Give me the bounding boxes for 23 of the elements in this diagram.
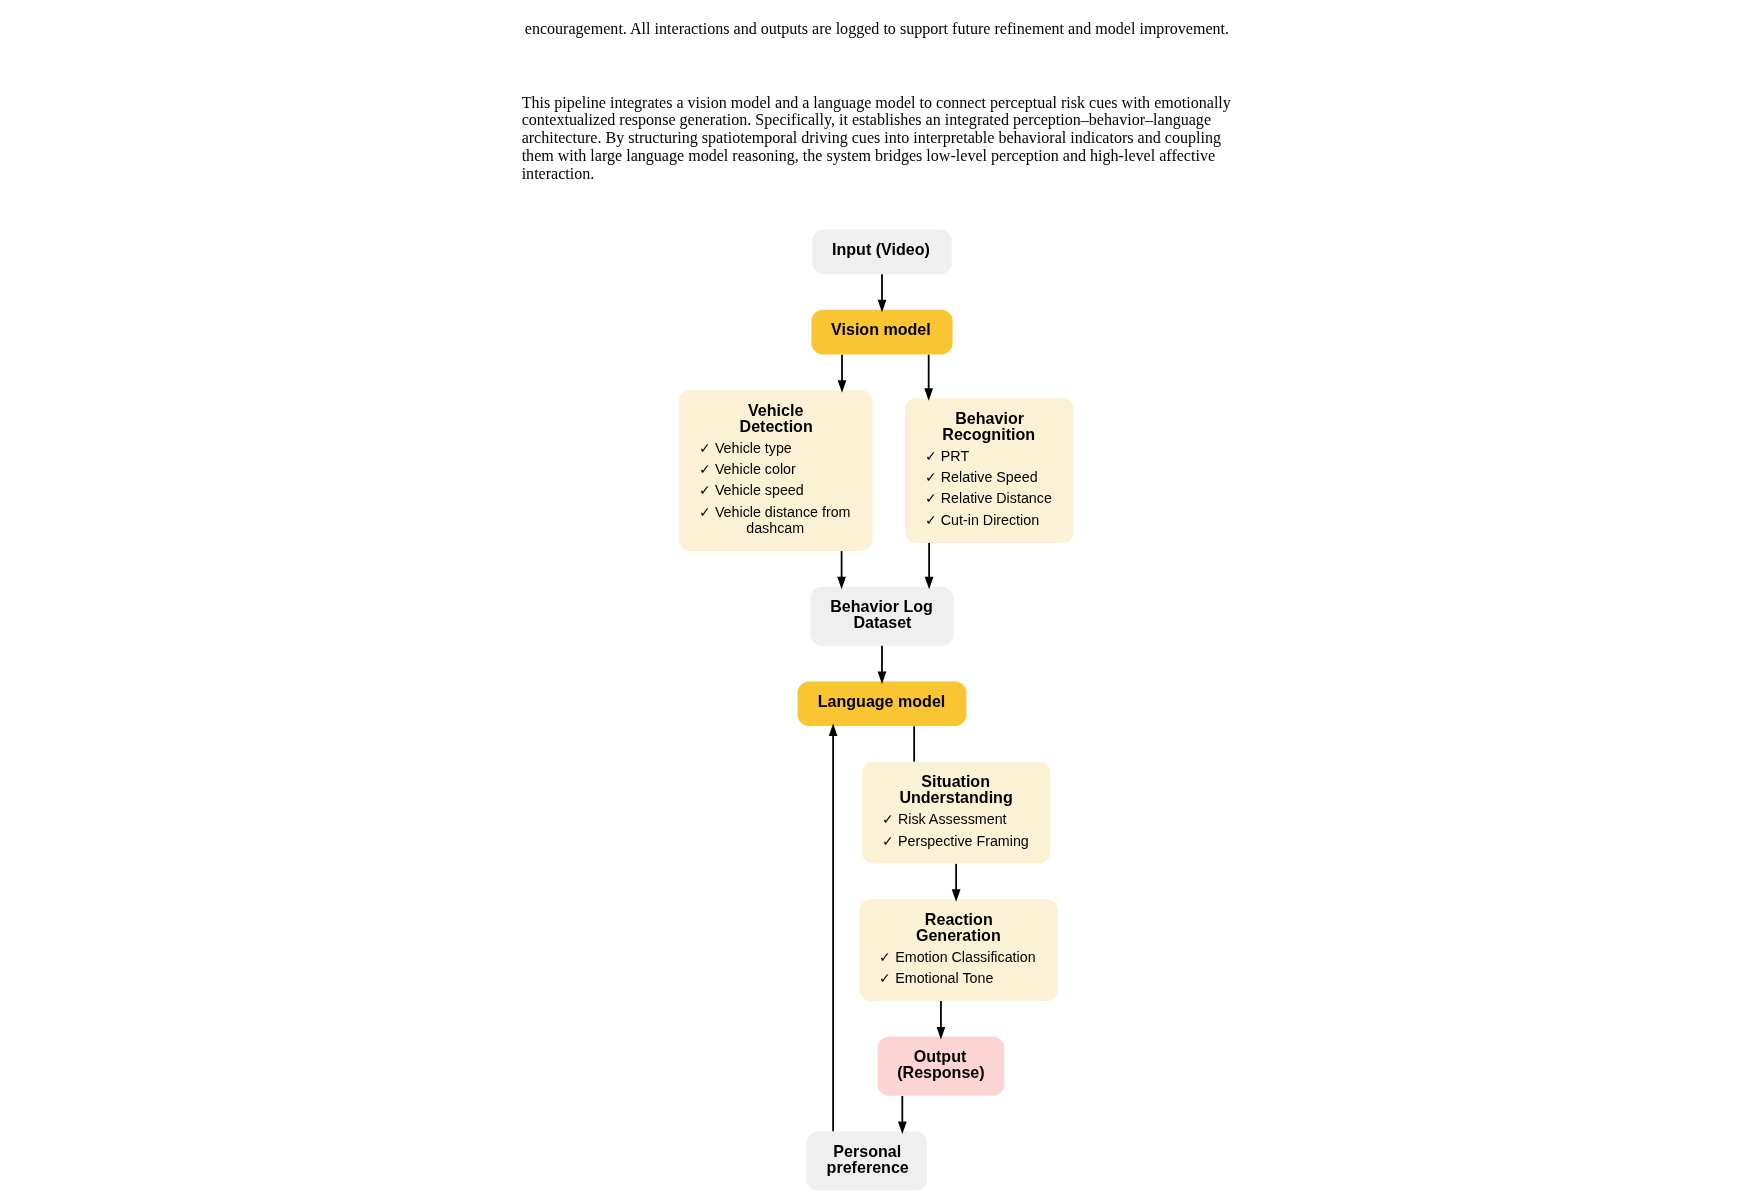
arrow — [923, 353, 933, 401]
node-box: Situation Understanding ✓ Risk Assessment ✓ Perspective Framing — [861, 761, 1050, 864]
arrow — [837, 353, 846, 393]
arrow — [951, 862, 960, 902]
arrow — [828, 723, 837, 1133]
node-box: Input (Video) — [811, 229, 952, 275]
node-box: Reaction Generation ✓ Emotion Classification ✓ Emotional Tone — [859, 899, 1058, 1002]
label: encouragement. All interactions and outputs are logged to support future refinement and model improvement. — [524, 20, 1229, 38]
arrow — [836, 550, 846, 590]
arrow — [877, 644, 886, 684]
node-box: Language model — [797, 681, 966, 727]
node-box: Personal preference — [806, 1131, 927, 1191]
node-box: Vision model — [810, 309, 953, 355]
connector — [912, 725, 915, 763]
node-box: Behavior Log Dataset — [810, 586, 953, 646]
node-box: Behavior Recognition ✓ PRT ✓ Relative Speed ✓ Relative Distance ✓ Cut-in Direction — [904, 398, 1074, 543]
node-box: Output (Response) — [877, 1036, 1004, 1096]
arrow — [897, 1095, 907, 1135]
arrow — [936, 1000, 945, 1040]
label: This pipeline integrates a vision model and a language model to connect perceptual risk cues with emotionally contextualized response generation. Specifically, it establishes an integrated perception–behavior–language architecture. By structuring spatiotemporal driving cues into interpretable behavioral indicators and coupling them with large language model reasoning, the system bridges low-level perception and high-level affective interaction. — [521, 93, 1231, 182]
arrow — [877, 273, 886, 313]
arrow — [924, 542, 933, 590]
node-box: Vehicle Detection ✓ Vehicle type ✓ Vehicle color ✓ Vehicle speed ✓ Vehicle distance from dashcam — [678, 390, 873, 551]
